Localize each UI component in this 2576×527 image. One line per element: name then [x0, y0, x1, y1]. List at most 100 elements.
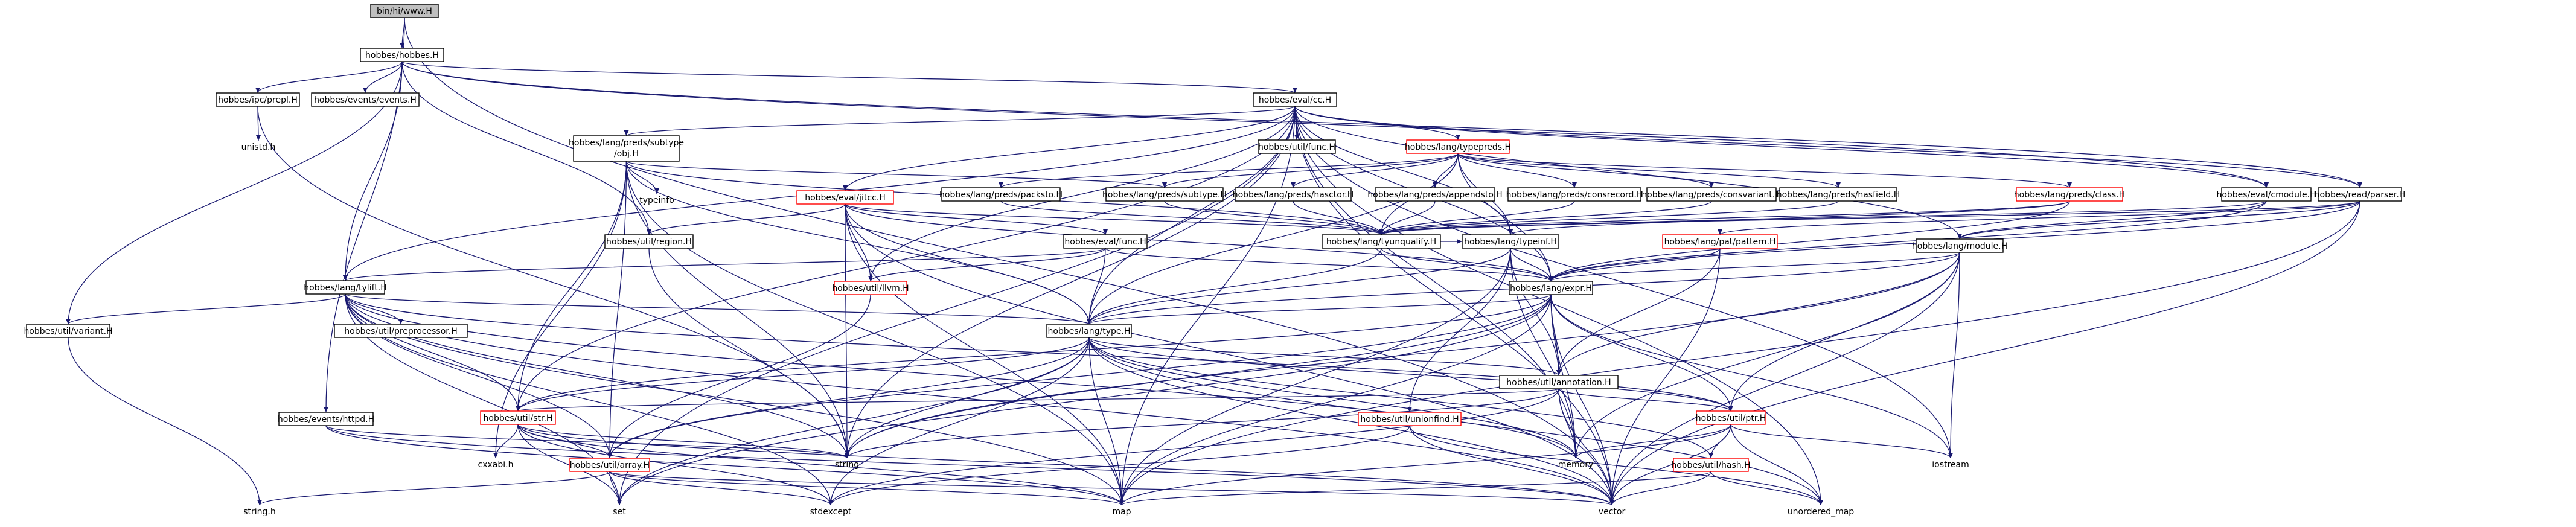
node-root[interactable]: bin/hi/www.H [370, 4, 439, 18]
edge-arrowhead [1508, 229, 1513, 235]
node-label: hobbes/lang/preds/class.H [2014, 190, 2125, 200]
node-label: hobbes/util/unionfind.H [1360, 415, 1459, 424]
edge-arrowhead [2067, 182, 2072, 188]
node-util-region[interactable]: hobbes/util/region.H [604, 234, 694, 249]
edge-eval-cc-to-string [846, 106, 1296, 459]
node-box [26, 324, 110, 338]
edge-eval-cc-to-unordered-map [1294, 106, 1821, 506]
node-box [1105, 187, 1224, 202]
node-preds-consrecord[interactable]: hobbes/lang/preds/consrecord.H [1506, 187, 1643, 202]
node-util-annotation[interactable]: hobbes/util/annotation.H [1499, 375, 1619, 389]
edge-arrowhead [343, 275, 348, 281]
edge-read-parser-to-lang-module [1959, 200, 2360, 240]
node-lang-expr[interactable]: hobbes/lang/expr.H [1509, 281, 1593, 295]
edge-subtype-obj-to-cxxabi [495, 161, 627, 459]
node-read-parser[interactable]: hobbes/read/parser.H [2315, 187, 2406, 202]
node-typeinf[interactable]: hobbes/lang/typeinf.H [1462, 234, 1559, 249]
node-label: hobbes/lang/pat/pattern.H [1664, 237, 1776, 247]
node-util-func[interactable]: hobbes/util/func.H [1258, 139, 1336, 154]
node-preds-hasfield[interactable]: hobbes/lang/preds/hasfield.H [1777, 187, 1900, 202]
node-preds-appendsto[interactable]: hobbes/lang/preds/appendsto.H [1367, 187, 1503, 202]
edge-lang-tylift-to-util-array [345, 293, 610, 459]
edge-arrowhead [654, 188, 659, 194]
node-util-ptr[interactable]: hobbes/util/ptr.H [1696, 410, 1766, 425]
node-map: map [1112, 507, 1131, 517]
node-lang-module[interactable]: hobbes/lang/module.H [1912, 238, 2007, 253]
node-util-array[interactable]: hobbes/util/array.H [569, 458, 650, 472]
node-box [1406, 139, 1510, 154]
node-subtype-obj[interactable]: hobbes/lang/preds/subtype/obj.H [569, 135, 684, 162]
node-lang-tylift[interactable]: hobbes/lang/tylift.H [304, 280, 387, 295]
edge-eval-jitcc-to-lang-expr [845, 203, 1552, 282]
node-box [1499, 375, 1619, 389]
edge-eval-cc-to-map [1121, 106, 1296, 506]
edge-preds-consvariant-to-tyunqualify [1381, 200, 1712, 235]
edge-arrowhead [2357, 182, 2362, 188]
graph-edges [66, 17, 2362, 506]
node-util-hash[interactable]: hobbes/util/hash.H [1671, 458, 1751, 472]
edge-util-str-to-vector [517, 424, 1612, 506]
node-label: hobbes/lang/typepreds.H [1405, 142, 1511, 152]
node-util-preprocessor[interactable]: hobbes/util/preprocessor.H [334, 324, 468, 338]
node-lang-type[interactable]: hobbes/lang/type.H [1046, 324, 1132, 338]
node-eval-func[interactable]: hobbes/eval/func.H [1063, 234, 1148, 249]
edge-arrowhead [1293, 88, 1297, 93]
node-box [278, 412, 374, 426]
edge-util-hash-to-unordered-map [1710, 471, 1821, 506]
node-preds-packsto[interactable]: hobbes/lang/preds/packsto.H [939, 187, 1063, 202]
edge-typepreds-to-preds-consvariant [1457, 153, 1712, 188]
edge-typepreds-to-lang-expr [1457, 153, 1552, 282]
edge-lang-module-to-string [846, 252, 1960, 459]
edge-preds-packsto-to-tyunqualify [1000, 200, 1382, 235]
node-box [1662, 234, 1778, 249]
edge-lang-type-to-util-array [609, 337, 1090, 459]
node-pat-pattern[interactable]: hobbes/lang/pat/pattern.H [1662, 234, 1778, 249]
node-typepreds[interactable]: hobbes/lang/typepreds.H [1405, 139, 1511, 154]
edge-util-ptr-to-map [1121, 424, 1731, 506]
edge-preds-class-to-lang-expr [1550, 200, 2070, 282]
edge-lang-module-to-memory [1575, 252, 1960, 459]
edge-lang-expr-to-util-array [609, 294, 1552, 459]
edge-eval-jitcc-to-tyunqualify [845, 203, 1382, 235]
node-preds-consvariant[interactable]: hobbes/lang/preds/consvariant.H [1641, 187, 1782, 202]
edge-typeinf-to-memory [1510, 248, 1576, 459]
node-events-events[interactable]: hobbes/events/events.H [311, 92, 420, 107]
node-util-str[interactable]: hobbes/util/str.H [480, 410, 556, 425]
edge-typepreds-to-lang-type [1088, 153, 1459, 325]
node-box [2318, 187, 2402, 202]
edge-arrowhead [400, 43, 404, 48]
node-events-httpd[interactable]: hobbes/events/httpd.H [278, 412, 374, 426]
edge-lang-tylift-to-lang-type [345, 293, 1090, 325]
edge-util-region-to-string [648, 248, 848, 459]
edge-subtype-obj-to-map [625, 161, 1122, 506]
node-typeinfo: typeinfo [639, 196, 674, 205]
node-box [1916, 238, 2004, 253]
edge-lang-tylift-to-memory [345, 293, 1576, 459]
node-util-llvm[interactable]: hobbes/util/llvm.H [832, 281, 909, 295]
node-preds-class[interactable]: hobbes/lang/preds/class.H [2014, 187, 2125, 202]
edge-root-to-events-httpd [325, 17, 405, 413]
node-tyunqualify[interactable]: hobbes/lang/tyunqualify.H [1322, 234, 1441, 249]
edge-util-annotation-to-string [846, 388, 1559, 459]
edge-events-httpd-to-string [325, 425, 848, 459]
edge-arrowhead [1556, 370, 1561, 375]
node-ipc-prepl[interactable]: hobbes/ipc/prepl.H [216, 92, 300, 107]
edge-eval-cc-to-eval-jitcc [845, 106, 1296, 191]
edge-typepreds-to-preds-hasctor [1293, 153, 1459, 188]
edge-arrowhead [1728, 406, 1733, 411]
node-eval-cc[interactable]: hobbes/eval/cc.H [1253, 92, 1337, 107]
edge-eval-cc-to-util-str [517, 106, 1296, 412]
node-util-variant[interactable]: hobbes/util/variant.H [24, 324, 113, 338]
node-box [834, 281, 907, 295]
node-eval-jitcc[interactable]: hobbes/eval/jitcc.H [796, 190, 894, 205]
node-box [1063, 234, 1148, 249]
node-eval-module[interactable]: hobbes/eval/cmodule.H [2216, 187, 2316, 202]
node-memory: memory [1558, 460, 1594, 470]
edge-lang-type-to-util-annotation [1088, 337, 1559, 376]
node-box [604, 234, 694, 249]
node-hobbes[interactable]: hobbes/hobbes.H [360, 48, 444, 62]
node-util-unionfind[interactable]: hobbes/util/unionfind.H [1358, 412, 1462, 426]
node-label: unistd.h [241, 142, 276, 152]
node-preds-hasctor[interactable]: hobbes/lang/preds/hasctor.H [1233, 187, 1354, 202]
node-preds-subtype[interactable]: hobbes/lang/preds/subtype.H [1102, 187, 1227, 202]
